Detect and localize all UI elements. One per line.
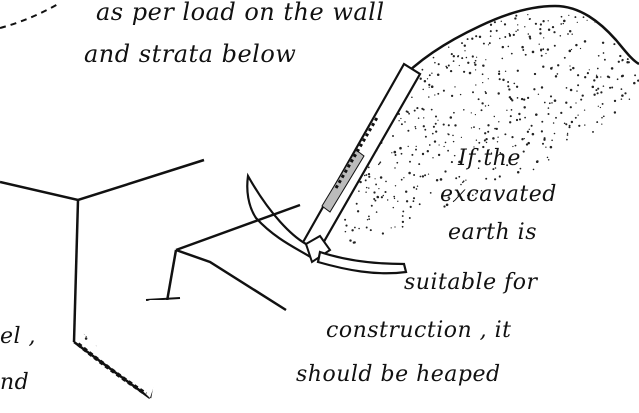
note-right-line-5: construction , it	[326, 320, 512, 342]
note-right-line-6: should be heaped	[296, 364, 501, 386]
note-top-line-1: as per load on the wall	[96, 0, 385, 24]
note-right-line-3: earth is	[448, 222, 537, 244]
note-right-line-1: If the	[458, 148, 521, 170]
note-left-line-1: el ,	[0, 326, 36, 348]
earth-heap	[300, 6, 639, 250]
note-left-line-2: nd	[0, 372, 29, 394]
dashed-arc	[0, 4, 58, 28]
note-top-line-2: and strata below	[84, 42, 296, 66]
note-right-line-4: suitable for	[404, 272, 538, 294]
note-right-line-2: excavated	[440, 184, 557, 206]
